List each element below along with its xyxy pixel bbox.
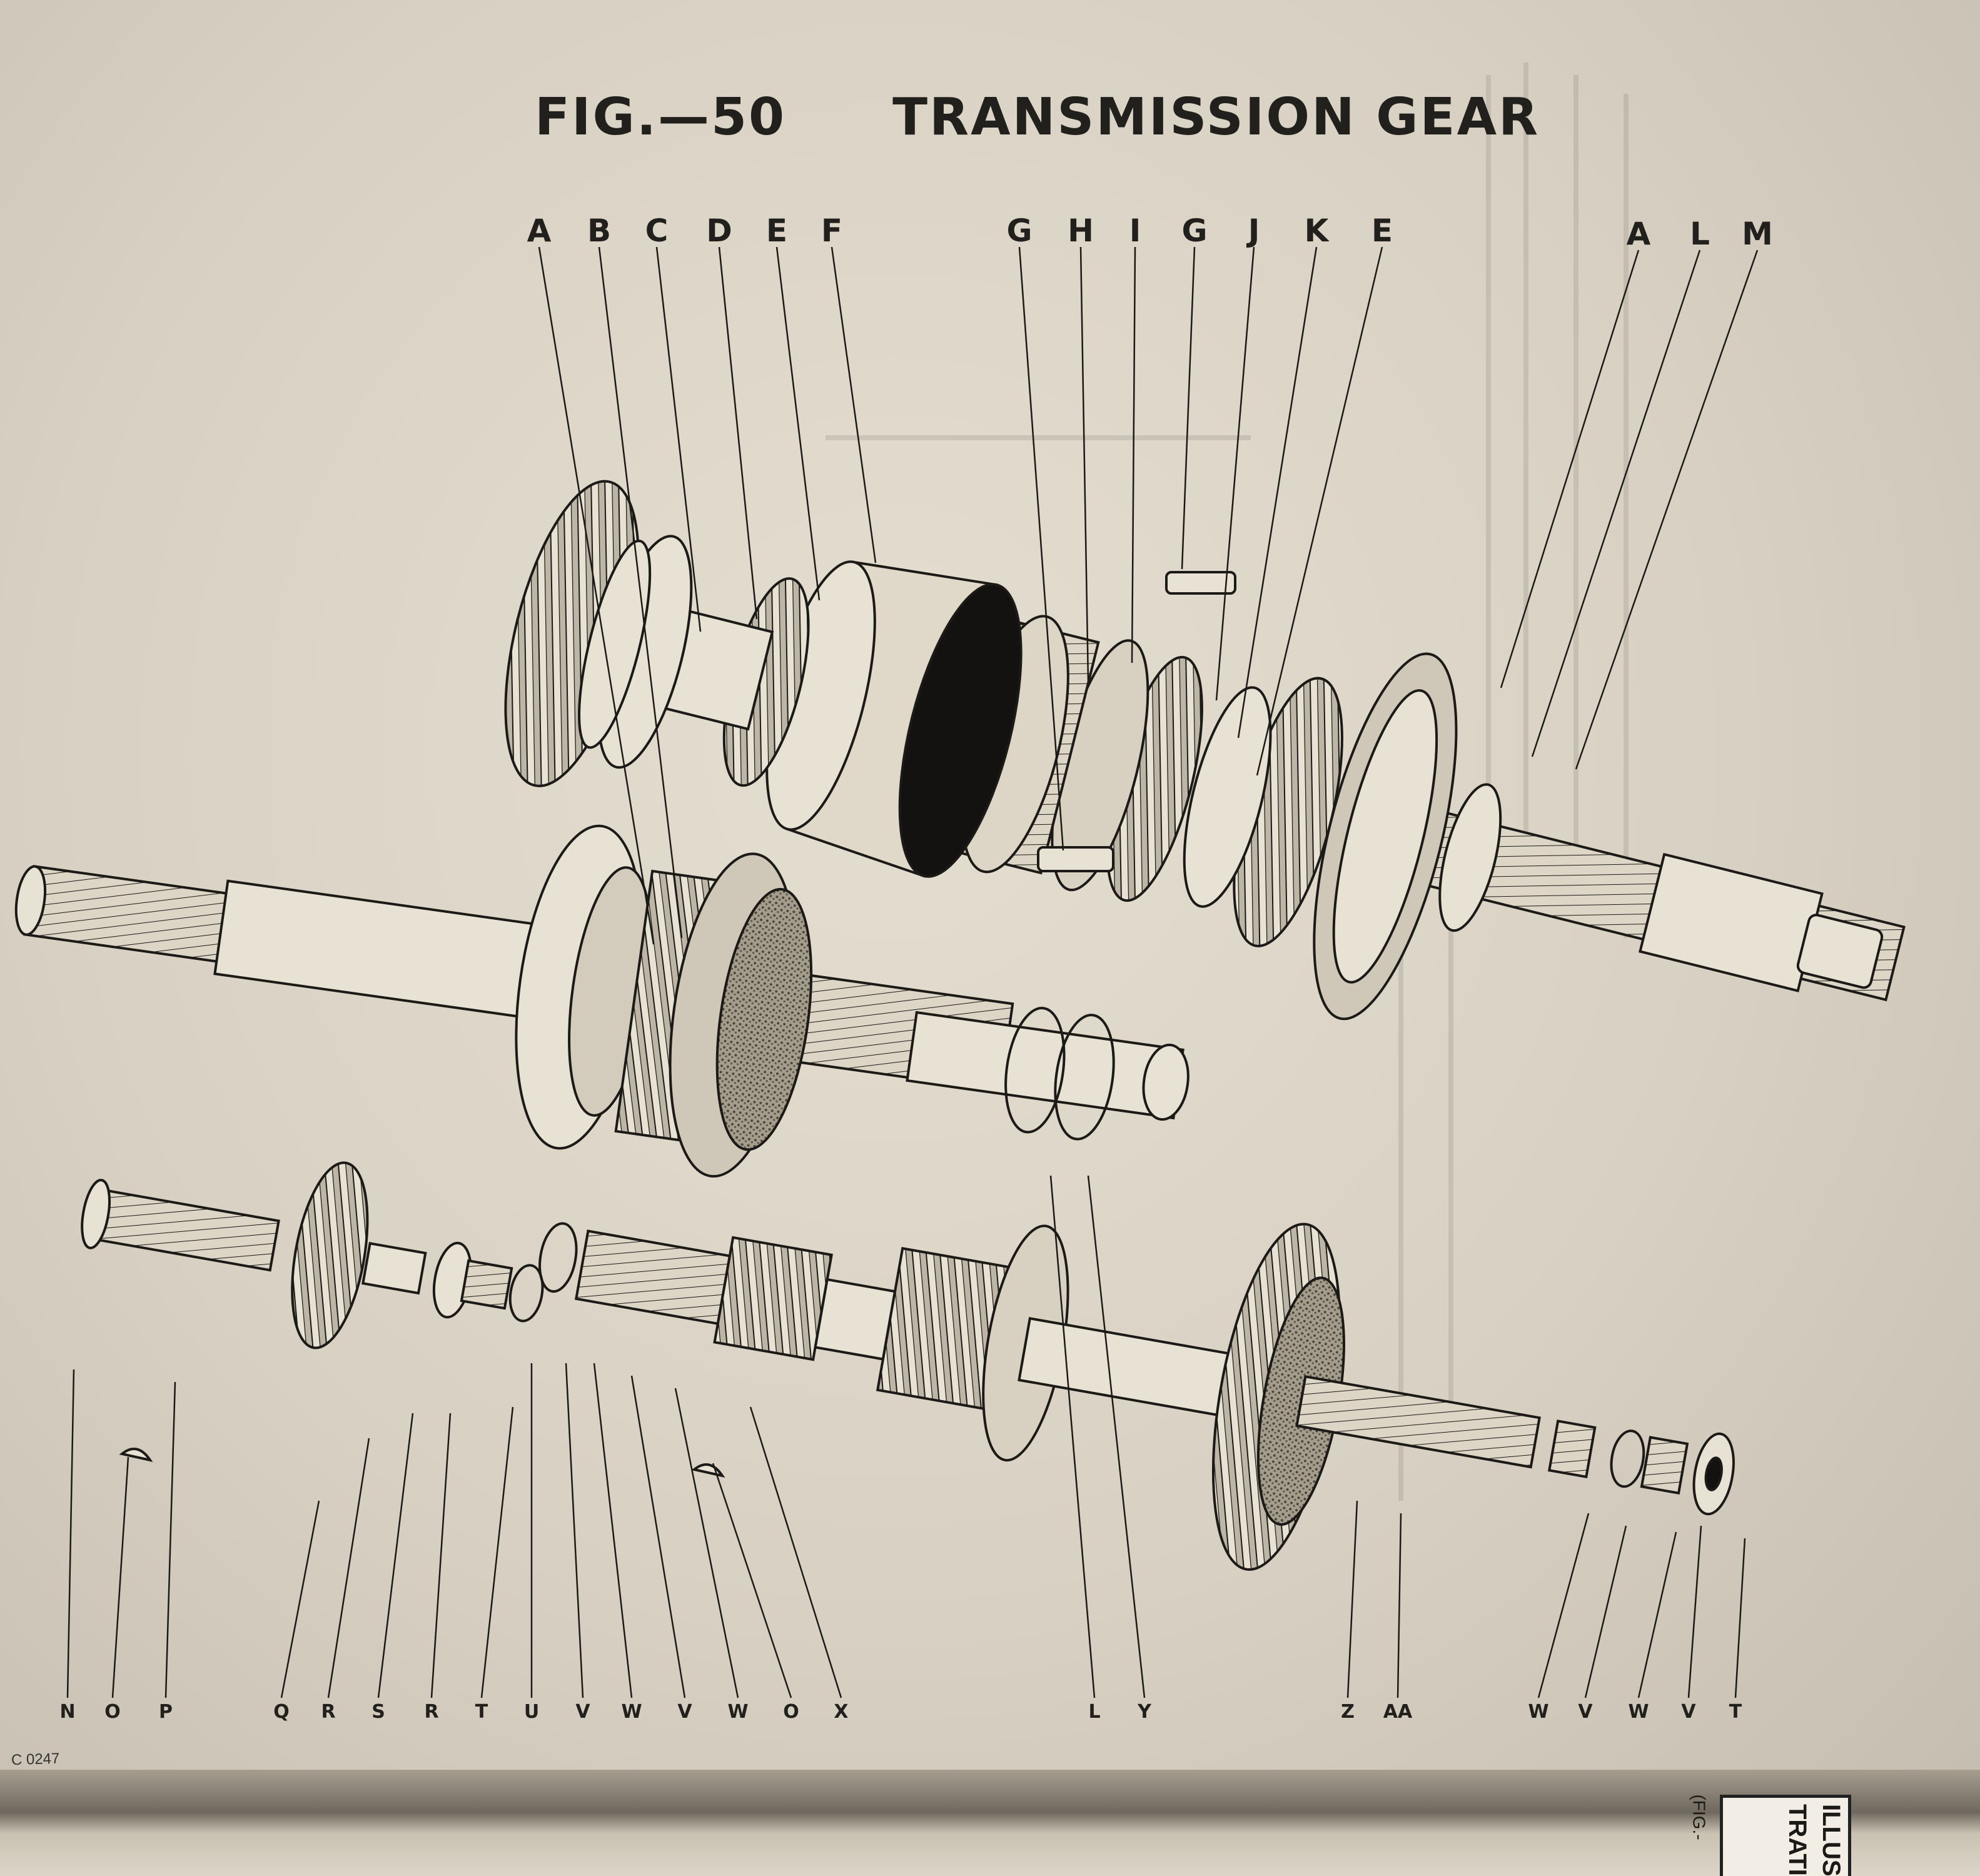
callout-label: W [621, 1701, 642, 1723]
callout-label: V [575, 1701, 590, 1723]
callout-label: W [1628, 1701, 1649, 1723]
callout-label: V [677, 1701, 692, 1723]
callout-label: D [706, 213, 732, 249]
figure-number: FIG.—50 [535, 88, 787, 147]
callout-label: X [834, 1701, 849, 1723]
callout-label: M [1742, 216, 1773, 252]
callout-label: J [1248, 213, 1260, 249]
figure-caption: TRANSMISSION GEAR [892, 88, 1540, 147]
callout-label: R [321, 1701, 336, 1723]
callout-label: W [1528, 1701, 1549, 1723]
shift-key [1165, 571, 1236, 595]
catalog-code: C 0247 [11, 1750, 60, 1769]
callout-label: V [1681, 1701, 1696, 1723]
callout-label: E [1371, 213, 1393, 249]
callout-label: Q [273, 1701, 290, 1723]
callout-label: AA [1383, 1701, 1413, 1723]
figure-title: FIG.—50 TRANSMISSION GEAR [535, 88, 1540, 147]
callout-label: L [1690, 216, 1710, 252]
callout-label: G [1006, 213, 1033, 249]
callout-label: H [1068, 213, 1094, 249]
figure-reference: (FIG.- [1689, 1794, 1709, 1840]
woodruff-key [691, 1463, 725, 1478]
callout-label: K [1304, 213, 1329, 249]
callout-label: P [159, 1701, 173, 1723]
callout-label: A [527, 213, 552, 249]
main-shaft-assembly [504, 480, 1906, 1021]
callout-label: B [587, 213, 612, 249]
callout-label: R [424, 1701, 439, 1723]
callout-label: W [727, 1701, 749, 1723]
callout-label: T [1729, 1701, 1742, 1723]
callout-label: O [104, 1701, 121, 1723]
callout-label: G [1181, 213, 1208, 249]
callout-label: L [1088, 1701, 1101, 1723]
callout-label: O [783, 1701, 799, 1723]
callout-label: A [1626, 216, 1651, 252]
page-gutter-shadow [0, 1770, 1980, 1876]
shift-key [1037, 846, 1114, 872]
callout-label: U [523, 1701, 540, 1723]
callout-label: I [1129, 213, 1141, 249]
callout-label: Z [1341, 1701, 1355, 1723]
illustration-tab: ILLUS- TRATIO [1720, 1795, 1851, 1876]
callout-label: V [1578, 1701, 1593, 1723]
callout-label: T [475, 1701, 488, 1723]
callout-label: C [645, 213, 669, 249]
callout-label: N [59, 1701, 76, 1723]
callout-label: E [765, 213, 788, 249]
leader-lines [66, 246, 1759, 1698]
cluster-gear-assembly [81, 1161, 1735, 1571]
tab-line: ILLUS- [1817, 1804, 1845, 1876]
woodruff-key [119, 1448, 153, 1463]
callout-label: Y [1138, 1701, 1151, 1723]
callout-label: F [821, 213, 843, 249]
callout-label: S [371, 1701, 385, 1723]
tab-line: TRATIO [1784, 1804, 1811, 1876]
counter-shaft-assembly [14, 824, 1190, 1178]
